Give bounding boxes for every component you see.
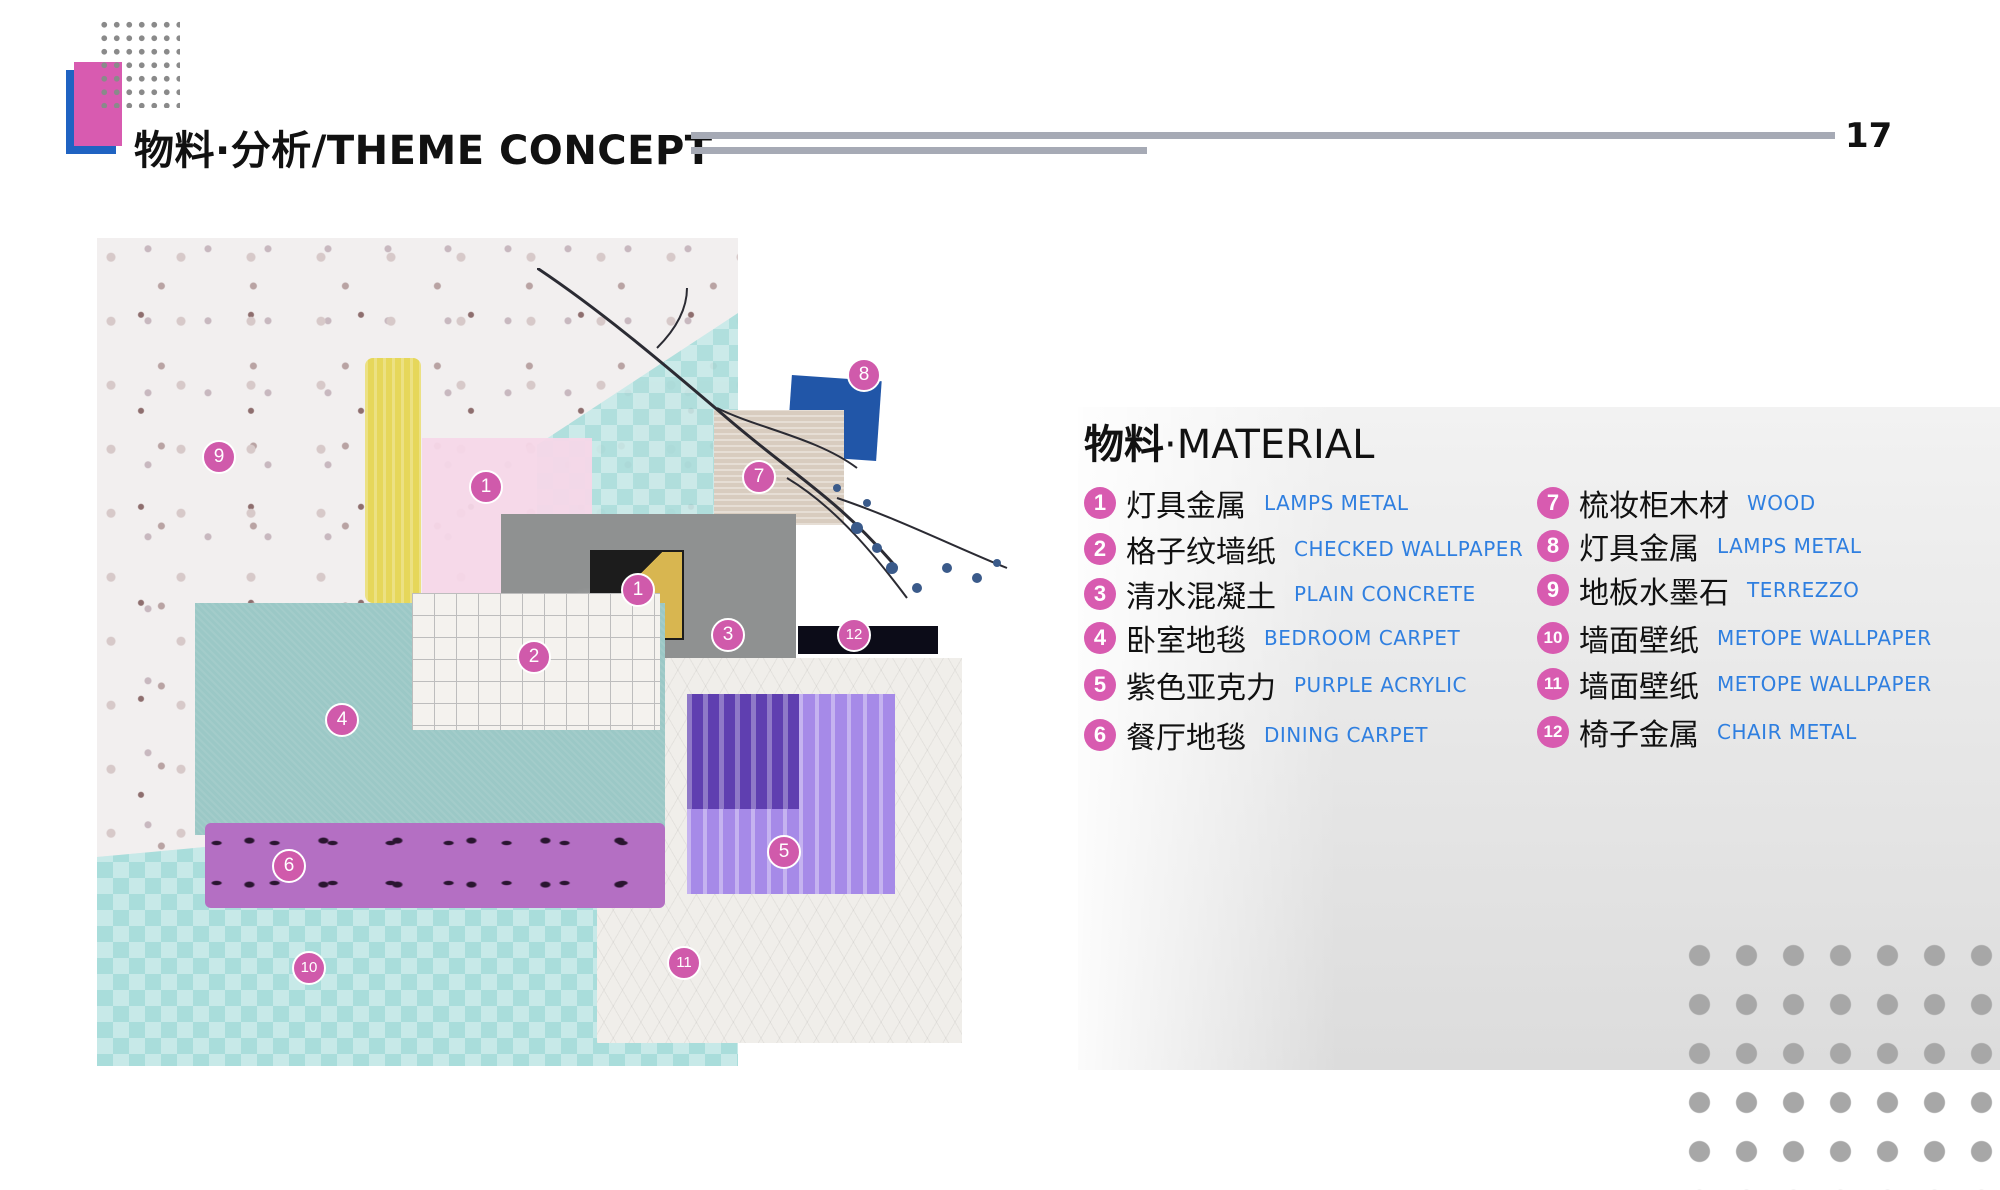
number-badge-icon: 2 [1084, 533, 1116, 565]
number-badge-icon: 10 [1537, 622, 1569, 654]
material-item-4: 4 卧室地毯 BEDROOM CARPET [1084, 616, 1460, 660]
material-item-zh: 地板水墨石 [1579, 576, 1729, 611]
number-badge-icon: 4 [1084, 622, 1116, 654]
material-panel-title: 物料·MATERIAL [1084, 412, 1374, 470]
marker-2: 2 [517, 640, 551, 674]
material-item-1: 1 灯具金属 LAMPS METAL [1084, 481, 1409, 525]
checked-wallpaper-sample [412, 593, 660, 730]
header-rule-long [691, 132, 1835, 139]
material-item-6: 6 餐厅地毯 DINING CARPET [1084, 713, 1428, 757]
material-item-zh: 灯具金属 [1126, 489, 1246, 524]
number-badge-icon: 8 [1537, 530, 1569, 562]
marker-10: 10 [292, 951, 326, 985]
material-item-8: 8 灯具金属 LAMPS METAL [1537, 524, 1862, 568]
material-item-zh: 墙面壁纸 [1579, 670, 1699, 705]
marker-5: 5 [767, 835, 801, 869]
number-badge-icon: 6 [1084, 719, 1116, 751]
wood-sample [714, 410, 844, 525]
material-item-9: 9 地板水墨石 TERREZZO [1537, 568, 1859, 612]
material-item-7: 7 梳妆柜木材 WOOD [1537, 481, 1816, 525]
number-badge-icon: 12 [1537, 716, 1569, 748]
material-item-zh: 灯具金属 [1579, 532, 1699, 567]
material-item-en: LAMPS METAL [1264, 491, 1409, 515]
material-item-en: METOPE WALLPAPER [1717, 672, 1932, 696]
material-item-en: CHAIR METAL [1717, 720, 1857, 744]
material-item-zh: 椅子金属 [1579, 718, 1699, 753]
marker-6: 6 [272, 849, 306, 883]
marker-3: 3 [711, 618, 745, 652]
material-item-en: LAMPS METAL [1717, 534, 1862, 558]
marker-1: 1 [469, 470, 503, 504]
marker-8: 8 [847, 358, 881, 392]
material-item-5: 5 紫色亚克力 PURPLE ACRYLIC [1084, 663, 1467, 707]
marker-9: 9 [202, 440, 236, 474]
material-item-en: PLAIN CONCRETE [1294, 582, 1476, 606]
material-item-zh: 卧室地毯 [1126, 624, 1246, 659]
material-item-zh: 餐厅地毯 [1126, 721, 1246, 756]
marker-11: 11 [667, 946, 701, 980]
number-badge-icon: 3 [1084, 578, 1116, 610]
marker-4: 4 [325, 703, 359, 737]
number-badge-icon: 5 [1084, 669, 1116, 701]
number-badge-icon: 1 [1084, 487, 1116, 519]
material-panel-fade [1078, 407, 1338, 1070]
material-item-12: 12 椅子金属 CHAIR METAL [1537, 710, 1857, 754]
material-item-en: WOOD [1747, 491, 1816, 515]
page-title-zh: 物料·分析/ [134, 128, 327, 174]
page-number: 17 [1845, 116, 1893, 156]
material-item-10: 10 墙面壁纸 METOPE WALLPAPER [1537, 616, 1932, 660]
material-item-en: CHECKED WALLPAPER [1294, 537, 1524, 561]
material-item-zh: 墙面壁纸 [1579, 624, 1699, 659]
material-title-en: MATERIAL [1176, 422, 1375, 468]
number-badge-icon: 7 [1537, 487, 1569, 519]
material-item-2: 2 格子纹墙纸 CHECKED WALLPAPER [1084, 527, 1523, 571]
marker-1b: 1 [621, 573, 655, 607]
number-badge-icon: 9 [1537, 574, 1569, 606]
material-item-zh: 清水混凝土 [1126, 580, 1276, 615]
marker-7: 7 [742, 460, 776, 494]
material-title-sep: · [1164, 422, 1177, 468]
dried-branch-icon [537, 268, 1008, 599]
material-item-11: 11 墙面壁纸 METOPE WALLPAPER [1537, 662, 1932, 706]
material-item-zh: 紫色亚克力 [1126, 671, 1276, 706]
material-item-3: 3 清水混凝土 PLAIN CONCRETE [1084, 572, 1476, 616]
material-item-en: TERREZZO [1747, 578, 1860, 602]
decorative-dot-grid-icon [1676, 931, 2000, 1190]
material-collage: 9 1 7 8 1 3 12 2 4 5 6 10 11 [97, 238, 1037, 1068]
material-item-en: PURPLE ACRYLIC [1294, 673, 1467, 697]
material-item-en: METOPE WALLPAPER [1717, 626, 1932, 650]
material-item-zh: 梳妆柜木材 [1579, 489, 1729, 524]
number-badge-icon: 11 [1537, 668, 1569, 700]
purple-acrylic-dark-sample [687, 694, 799, 809]
material-title-zh: 物料 [1084, 422, 1164, 468]
header-rule-short [691, 147, 1147, 154]
header-dot-grid-icon [98, 18, 180, 108]
yellow-roll-sample [365, 358, 421, 603]
marker-12: 12 [837, 618, 871, 652]
material-item-en: BEDROOM CARPET [1264, 626, 1461, 650]
material-item-zh: 格子纹墙纸 [1126, 535, 1276, 570]
page-title: 物料·分析/THEME CONCEPT [134, 118, 713, 176]
page-title-en: THEME CONCEPT [326, 128, 713, 174]
material-item-en: DINING CARPET [1264, 723, 1428, 747]
